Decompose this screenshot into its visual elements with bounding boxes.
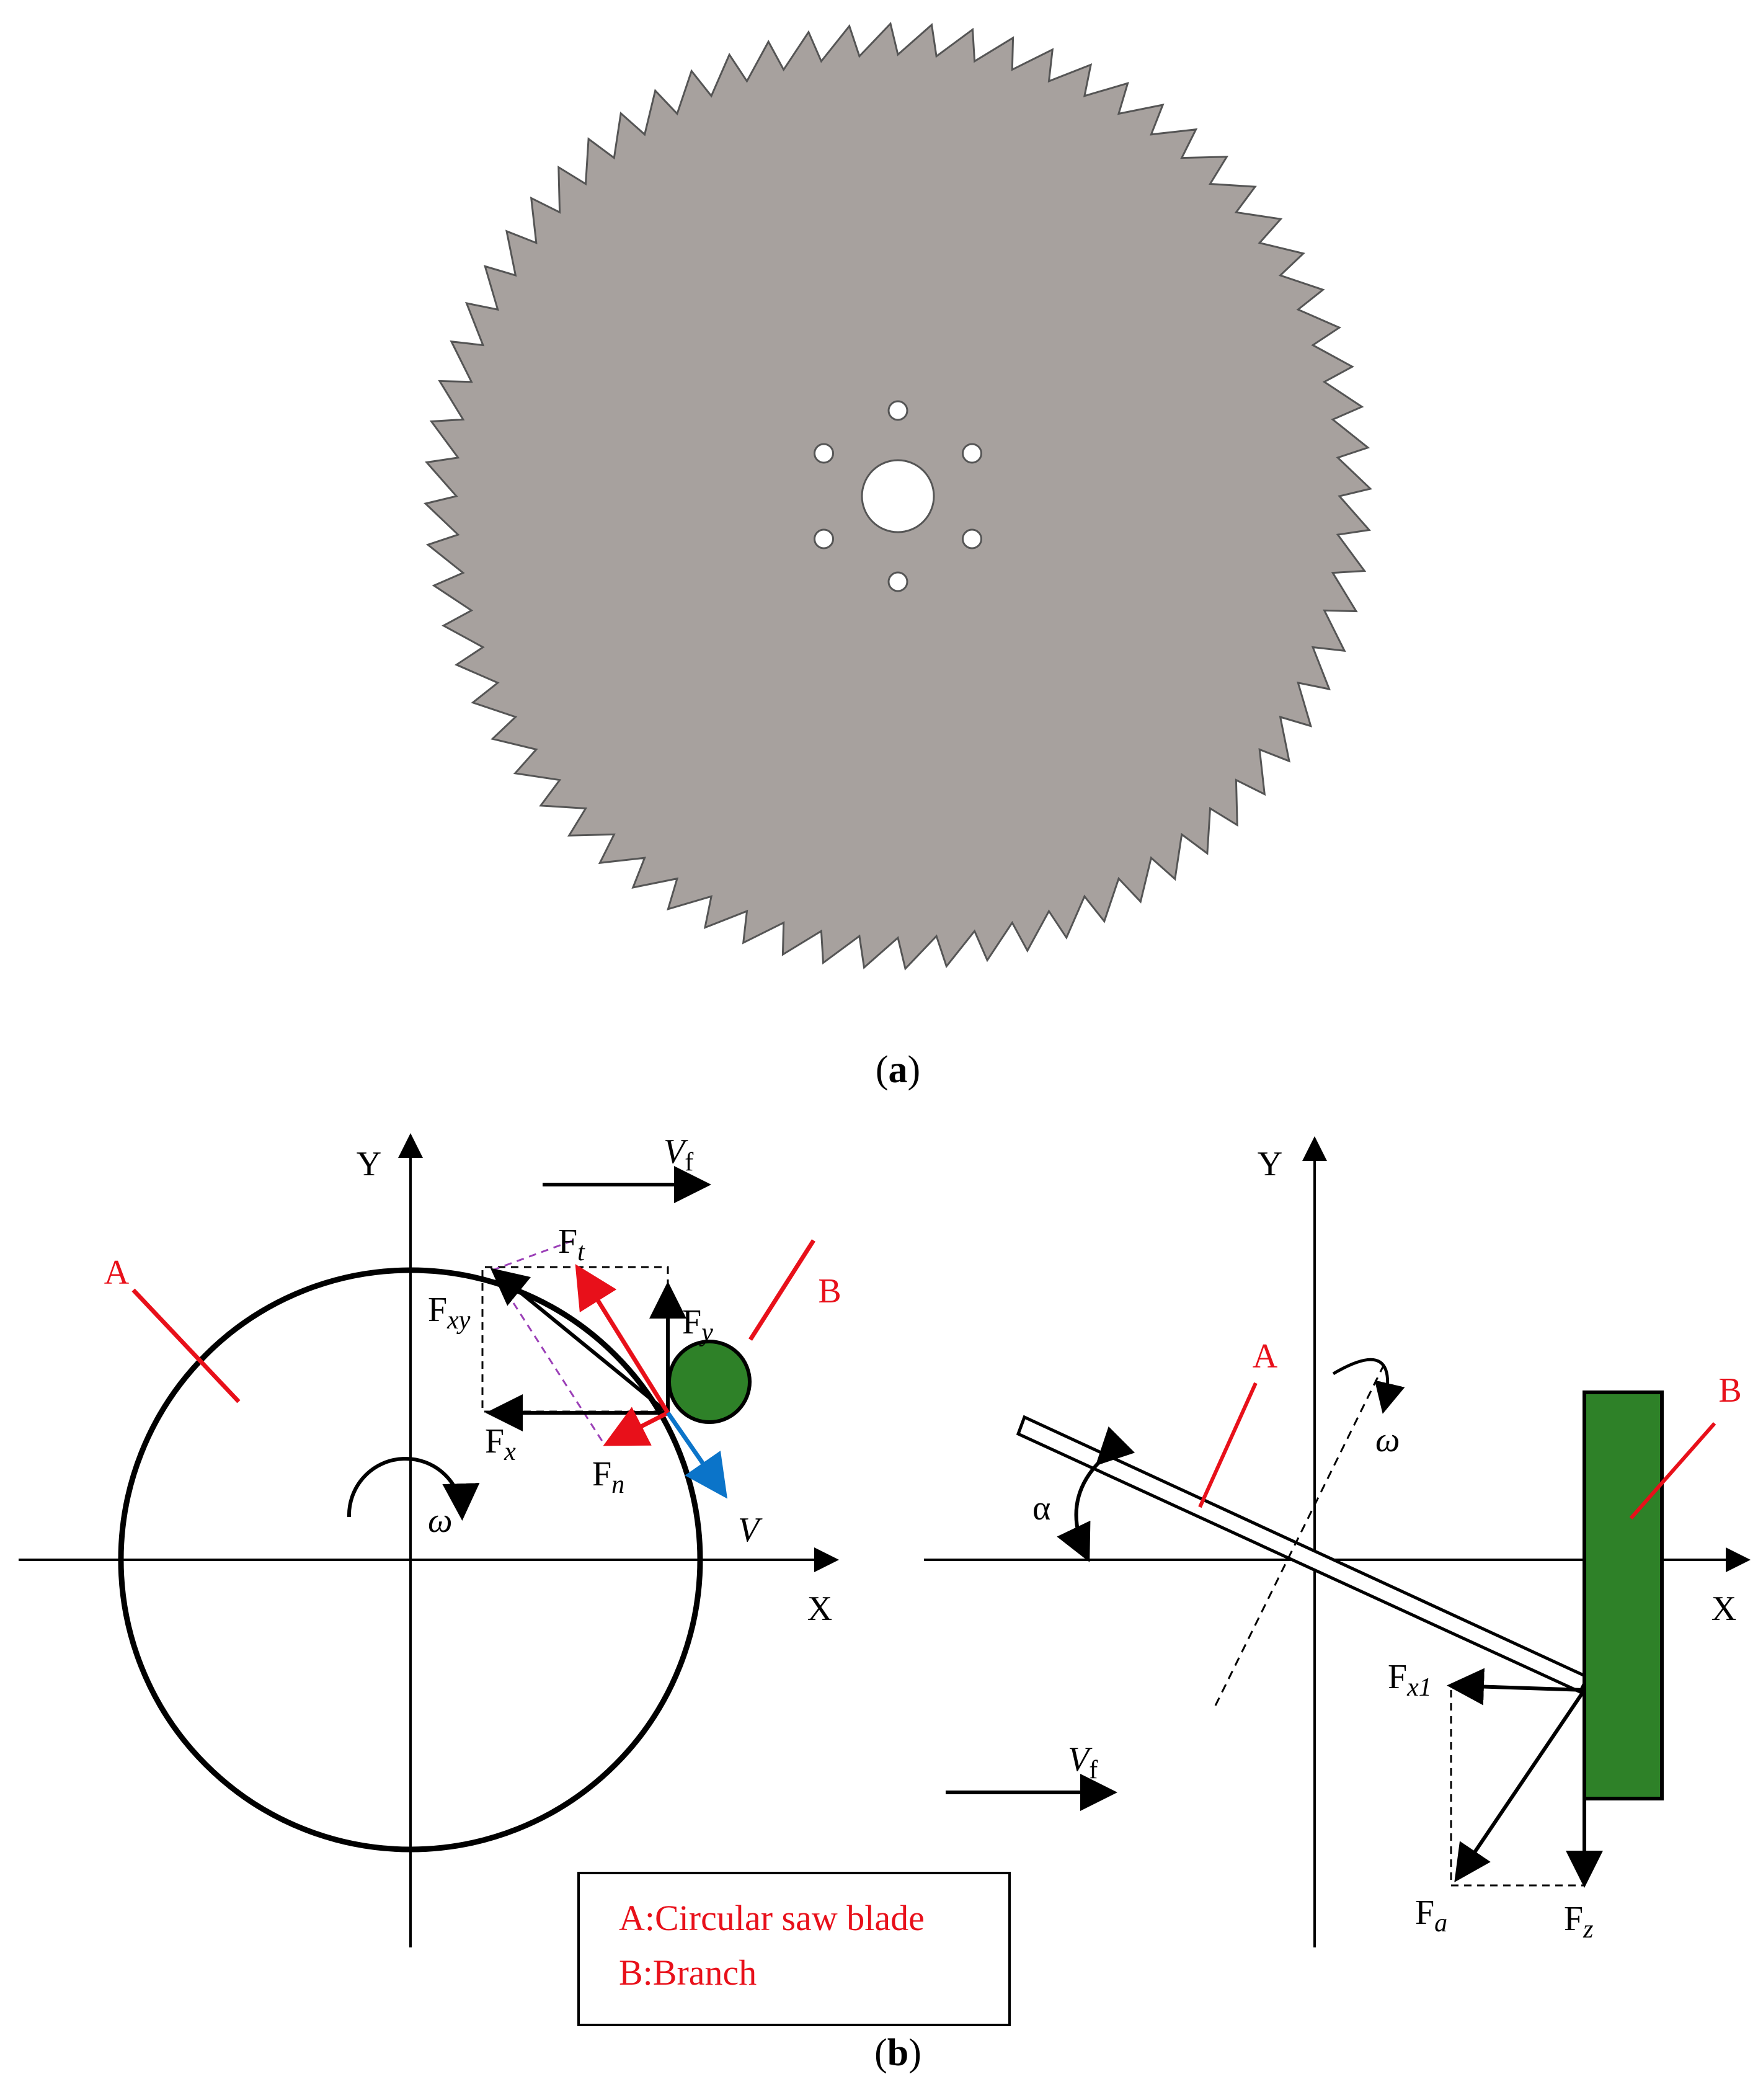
left-omega-label: ω — [428, 1502, 453, 1540]
v-arrow — [666, 1412, 727, 1499]
bolt-holes — [814, 400, 982, 592]
left-blade-circle — [118, 1267, 703, 1853]
fn-label: Fn — [592, 1455, 624, 1499]
left-x-axis-label: X — [807, 1590, 832, 1628]
right-branch — [1583, 1390, 1664, 1800]
fx1-arrow — [1447, 1668, 1585, 1706]
left-label-b: B — [818, 1272, 841, 1310]
left-y-axis-label: Y — [357, 1145, 381, 1183]
fa-label: Fa — [1415, 1893, 1447, 1938]
fa-arrow — [1454, 1689, 1586, 1882]
ft-label: Ft — [558, 1222, 585, 1266]
legend-line-1: A:Circular saw blade — [619, 1898, 925, 1938]
fx-label: Fx — [485, 1422, 516, 1466]
left-rotation-arrow — [347, 1457, 480, 1521]
arbor-hole — [861, 459, 935, 533]
fxy-arrow — [490, 1268, 669, 1415]
right-feed-label: Vf — [1068, 1740, 1098, 1784]
right-rotation-axis — [1214, 1364, 1385, 1706]
legend-line-2: B:Branch — [619, 1952, 757, 1993]
fa-box-dashed — [1450, 1690, 1584, 1887]
left-branch — [667, 1340, 752, 1424]
bolt-hole — [814, 528, 834, 549]
bolt-hole — [962, 528, 982, 549]
ft-arrow — [575, 1264, 670, 1414]
fx1-label: Fx1 — [1388, 1658, 1432, 1702]
right-label-a-leader — [1198, 1382, 1258, 1508]
fn-arrow — [603, 1407, 669, 1446]
left-label-a: A — [104, 1253, 130, 1292]
legend-box — [577, 1872, 1011, 2026]
fxy-label: Fxy — [428, 1291, 471, 1335]
caption-b: (b) — [874, 2032, 921, 2074]
bolt-hole — [887, 400, 908, 421]
right-omega-label: ω — [1375, 1421, 1400, 1459]
saw-blade-figure — [424, 22, 1372, 971]
bolt-hole — [814, 443, 834, 464]
right-y-axis-label: Y — [1258, 1145, 1282, 1183]
caption-a: (a) — [876, 1049, 920, 1091]
fy-label: Fy — [682, 1303, 713, 1347]
left-label-a-leader — [131, 1288, 241, 1404]
right-blade-side — [1016, 1415, 1590, 1694]
left-label-b-leader — [748, 1239, 815, 1341]
bolt-hole — [887, 571, 908, 592]
right-label-a: A — [1253, 1337, 1278, 1376]
right-diagram: Y X A B α ω Fx1 Fa Fz Vf — [924, 1136, 1751, 1947]
left-feed-label: Vf — [664, 1132, 693, 1177]
fn-parallel-dashed — [491, 1270, 604, 1443]
alpha-arc — [1057, 1426, 1135, 1562]
fz-label: Fz — [1564, 1900, 1594, 1944]
right-label-b-leader — [1629, 1422, 1716, 1519]
right-rotation-arrow — [1332, 1358, 1405, 1414]
bolt-hole — [962, 443, 982, 464]
right-x-axis-label: X — [1711, 1590, 1736, 1628]
legend: A:Circular saw blade B:Branch — [577, 1872, 1011, 2026]
left-diagram: Y X Vf A B Ft Fxy Fy Fx Fn V ω — [19, 1132, 841, 1947]
alpha-label: α — [1032, 1489, 1050, 1528]
right-label-b: B — [1718, 1371, 1741, 1410]
v-label: V — [738, 1511, 763, 1549]
ft-parallel-dashed — [492, 1238, 577, 1271]
